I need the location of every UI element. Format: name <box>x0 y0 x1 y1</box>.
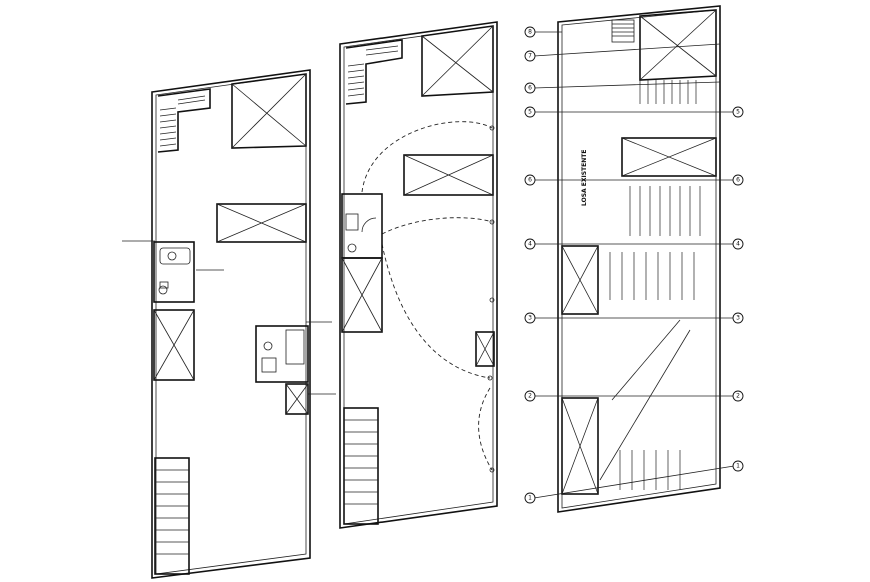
svg-text:6: 6 <box>528 85 532 92</box>
stair-top-left <box>157 88 211 153</box>
grid-bubbles-left: 8 7 6 5 6 4 3 2 1 <box>524 26 536 504</box>
svg-text:4: 4 <box>736 241 740 248</box>
plan-right: 8 7 6 5 6 4 3 2 1 5 6 4 3 2 1 LOSA EXIST… <box>524 5 744 513</box>
grid-bubble: 2 <box>524 390 536 402</box>
grid-bubble: 5 <box>524 106 536 118</box>
light-shaft-mid-middle <box>341 257 383 333</box>
svg-text:6: 6 <box>736 177 740 184</box>
grid-axes <box>533 31 735 499</box>
svg-text:1: 1 <box>528 495 532 502</box>
stair-block-right <box>611 19 635 43</box>
grid-bubble: 1 <box>732 460 744 472</box>
grid-bubble: 4 <box>524 238 536 250</box>
stair-top-middle <box>345 39 403 105</box>
grid-bubble: 6 <box>524 82 536 94</box>
void-middle-center <box>403 154 494 196</box>
stair-bottom-left <box>154 457 190 575</box>
svg-text:8: 8 <box>528 29 532 36</box>
light-shaft-small-middle <box>475 331 495 367</box>
svg-text:6: 6 <box>528 177 532 184</box>
grid-bubble: 4 <box>732 238 744 250</box>
grid-bubble: 6 <box>524 174 536 186</box>
svg-text:2: 2 <box>736 393 740 400</box>
plan-middle <box>339 21 498 529</box>
svg-text:5: 5 <box>528 109 532 116</box>
svg-text:2: 2 <box>528 393 532 400</box>
grid-bubble: 3 <box>524 312 536 324</box>
grid-bubbles-right: 5 6 4 3 2 1 <box>732 106 744 472</box>
slab-label: LOSA EXISTENTE <box>581 150 588 206</box>
grid-bubble: 6 <box>732 174 744 186</box>
light-shaft-top-left <box>231 73 307 149</box>
grid-bubble: 3 <box>732 312 744 324</box>
light-shaft-mid-left <box>153 309 195 381</box>
svg-text:5: 5 <box>736 109 740 116</box>
grid-bubble: 8 <box>524 26 536 38</box>
svg-text:7: 7 <box>528 53 532 60</box>
grid-bubble: 5 <box>732 106 744 118</box>
light-shaft-top-middle <box>421 25 494 97</box>
bathroom-left-1 <box>122 240 224 303</box>
joist-hatching <box>609 80 701 490</box>
light-shaft-left-right-plan <box>561 245 599 495</box>
electrical-circuits <box>361 121 495 473</box>
light-shaft-small-left <box>285 383 309 415</box>
svg-text:3: 3 <box>528 315 532 322</box>
stair-diagonal <box>611 319 681 401</box>
grid-bubble: 2 <box>732 390 744 402</box>
bathroom-middle <box>341 193 383 259</box>
bathroom-left-2 <box>255 321 336 395</box>
svg-text:1: 1 <box>736 463 740 470</box>
grid-bubble: 7 <box>524 50 536 62</box>
stair-bottom-middle <box>343 407 379 525</box>
grid-bubble: 1 <box>524 492 536 504</box>
void-middle-left <box>216 203 307 243</box>
plan-left <box>122 69 336 579</box>
light-shaft-top-right <box>639 9 717 81</box>
void-upper-right <box>621 137 717 177</box>
svg-text:3: 3 <box>736 315 740 322</box>
svg-text:4: 4 <box>528 241 532 248</box>
